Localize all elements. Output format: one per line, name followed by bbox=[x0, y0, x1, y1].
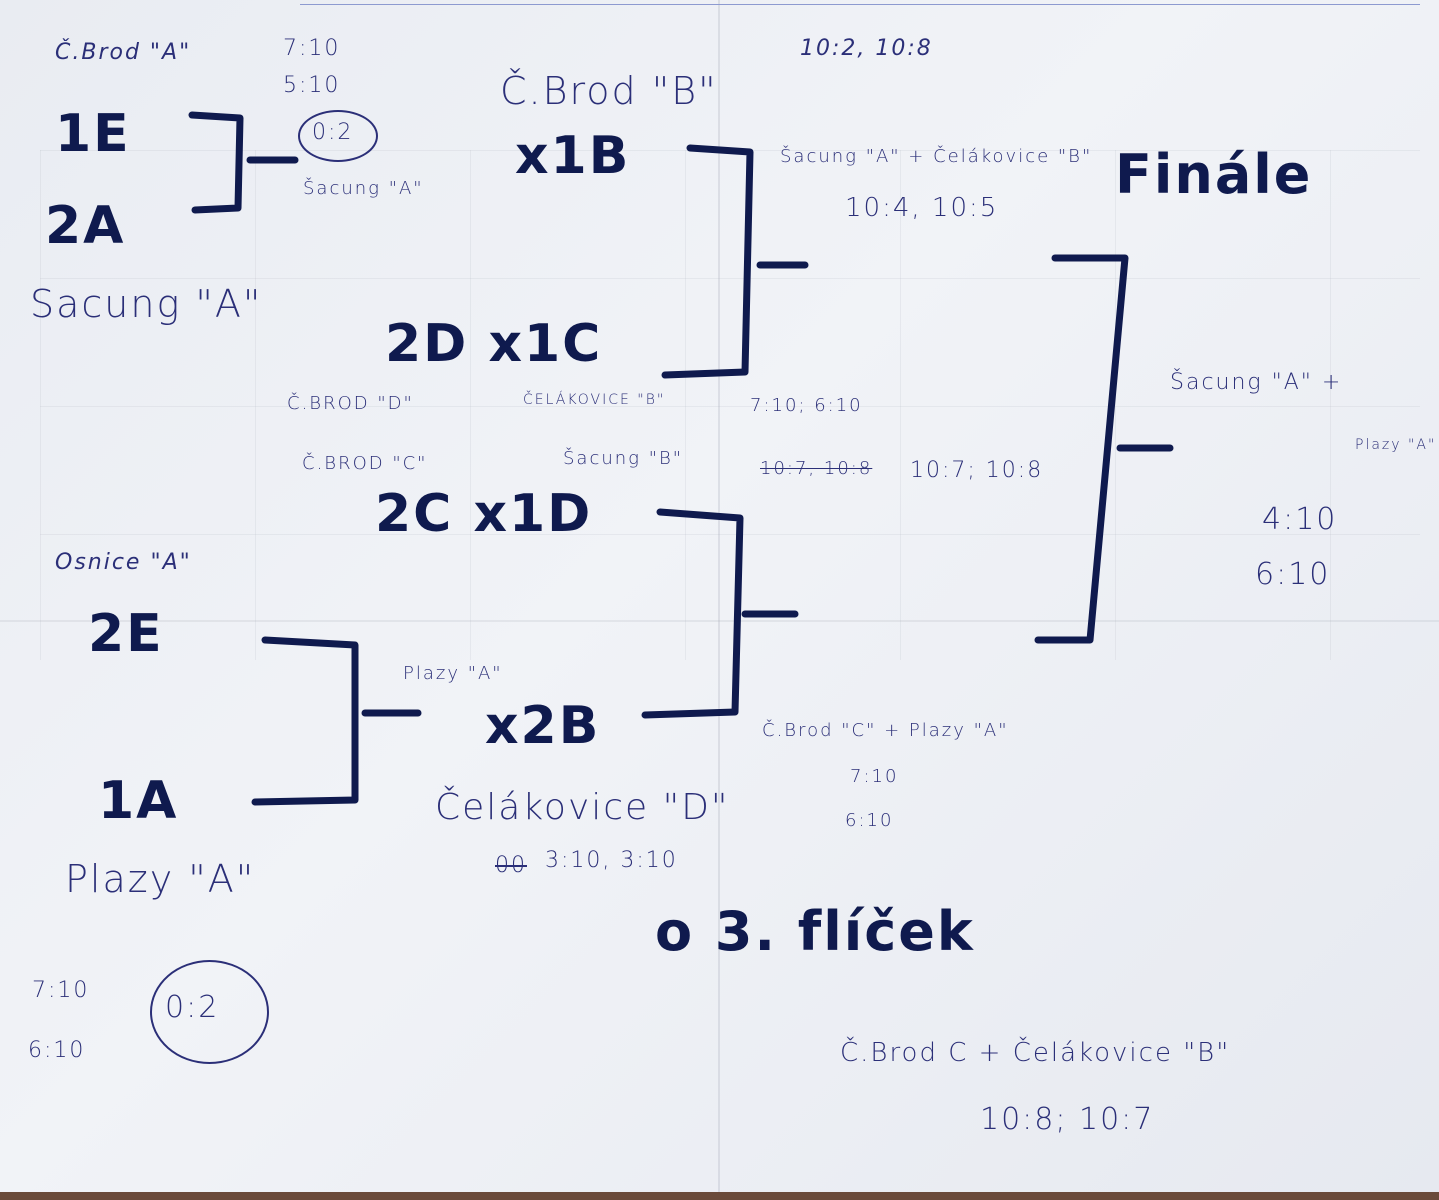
team-sacung-a-label: Sacung "A" bbox=[30, 282, 263, 326]
score-2d-x1c: 7:10; 6:10 bbox=[750, 395, 863, 416]
team-plazy-a-small-label: Plazy "A" bbox=[403, 663, 503, 684]
score-2e-1a-set1: 7:10 bbox=[32, 978, 90, 1003]
score-1e-2a-result: 0:2 bbox=[312, 120, 354, 145]
seed-1e: 1E bbox=[55, 104, 131, 164]
score-x2b: 3:10, 3:10 bbox=[545, 848, 678, 873]
circled-score-2e-1a bbox=[150, 960, 269, 1064]
seed-2c-x1d: 2C x1D bbox=[375, 484, 593, 544]
third-place-score: 10:8; 10:7 bbox=[980, 1102, 1155, 1137]
bracket-1e-2a bbox=[188, 111, 244, 214]
score-2c-x1d: 10:7; 10:8 bbox=[910, 458, 1044, 483]
score-1e-2a-set1: 7:10 bbox=[283, 36, 341, 61]
team-celakovice-d-label: Čelákovice "D" bbox=[435, 787, 730, 828]
bracket-final bbox=[1034, 254, 1129, 644]
paper-top-rule bbox=[300, 4, 1420, 5]
winner-1e-2a: Šacung "A" bbox=[303, 178, 424, 199]
team-cbrod-c-label: Č.BROD "C" bbox=[302, 453, 428, 474]
semifinal-bottom-score-2: 6:10 bbox=[845, 810, 894, 831]
circled-score-1e-2a bbox=[298, 110, 378, 162]
paper-fold-vertical bbox=[718, 0, 720, 1192]
bracket-2e-1a bbox=[251, 636, 359, 806]
score-1e-2a-set2: 5:10 bbox=[283, 73, 341, 98]
final-heading: Finále bbox=[1115, 143, 1313, 206]
seed-2e: 2E bbox=[88, 604, 164, 664]
team-cbrod-a-label: Č.Brod "A" bbox=[55, 40, 192, 65]
team-plazy-a-label: Plazy "A" bbox=[65, 857, 256, 901]
team-sacung-b-label: Šacung "B" bbox=[563, 448, 684, 469]
semifinal-bottom-score-1: 7:10 bbox=[850, 766, 899, 787]
semifinal-top-pair: Šacung "A" + Čelákovice "B" bbox=[780, 146, 1093, 167]
seed-1a: 1A bbox=[98, 771, 179, 831]
team-cbrod-d-label: Č.BROD "D" bbox=[287, 393, 414, 414]
seed-2d-x1c: 2D x1C bbox=[385, 314, 603, 374]
team-osnice-a-label: Osnice "A" bbox=[55, 550, 192, 575]
team-cbrod-b-label: Č.Brod "B" bbox=[500, 69, 718, 113]
semifinal-bottom-pair: Č.Brod "C" + Plazy "A" bbox=[762, 720, 1009, 741]
score-2e-1a-set2: 6:10 bbox=[28, 1038, 86, 1063]
final-pair-line-2: Plazy "A" bbox=[1355, 437, 1437, 453]
final-score-2: 6:10 bbox=[1255, 557, 1331, 592]
team-celakovice-b-label: ČELÁKOVICE "B" bbox=[523, 392, 666, 408]
score-x1b: 10:2, 10:8 bbox=[800, 36, 933, 61]
seed-2a: 2A bbox=[45, 196, 126, 256]
score-x2b-crossed: 00 bbox=[495, 853, 527, 878]
final-pair-line-1: Šacung "A" + bbox=[1170, 370, 1343, 395]
seed-x1b: x1B bbox=[515, 126, 631, 186]
paper-fold-horizontal bbox=[0, 620, 1439, 622]
bracket-1d-2b bbox=[641, 508, 744, 719]
third-place-pair: Č.Brod C + Čelákovice "B" bbox=[840, 1038, 1231, 1068]
seed-x2b: x2B bbox=[485, 696, 601, 756]
semifinal-top-score: 10:4, 10:5 bbox=[845, 193, 999, 223]
final-score-1: 4:10 bbox=[1262, 502, 1338, 537]
third-place-heading: o 3. flíček bbox=[655, 900, 975, 963]
bracket-1b-1c bbox=[661, 144, 754, 379]
score-2e-1a-result: 0:2 bbox=[165, 990, 220, 1025]
score-2c-x1d-crossed: 10:7, 10:8 bbox=[760, 458, 873, 479]
printed-grid-background bbox=[40, 150, 1420, 660]
